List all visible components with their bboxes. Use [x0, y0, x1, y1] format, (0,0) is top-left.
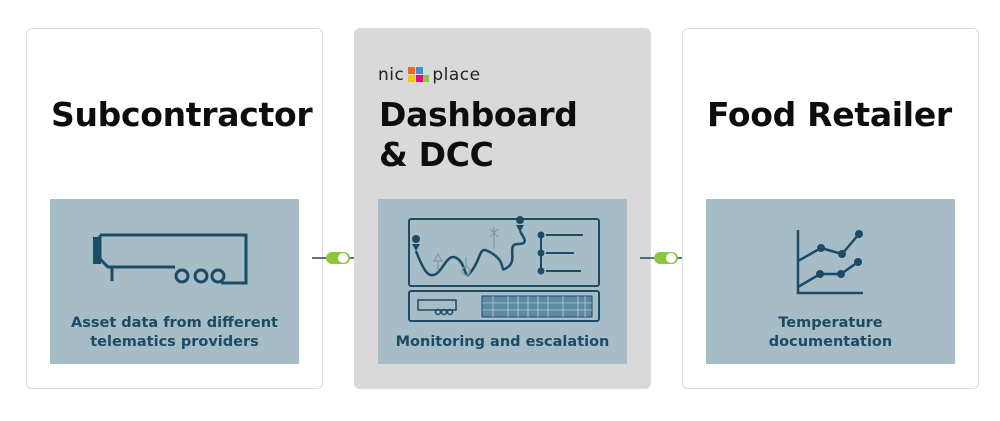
subcontractor-card: Subcontractor Asset data from different … — [26, 28, 323, 389]
title-line: Dashboard — [379, 95, 578, 134]
caption-line: Temperature — [778, 315, 883, 331]
asset-data-panel: Asset data from different telematics pro… — [50, 199, 299, 364]
logo-text-right: place — [432, 65, 481, 85]
card-title: Subcontractor — [51, 95, 313, 134]
nicplace-logo: nic place — [378, 65, 481, 85]
panel-caption: Monitoring and escalation — [378, 333, 627, 352]
trailer-icon — [93, 233, 248, 285]
temperature-panel: Temperature documentation — [706, 199, 955, 364]
dashboard-icon — [408, 216, 600, 322]
caption-line: telematics providers — [90, 334, 259, 350]
monitoring-panel: Monitoring and escalation — [378, 199, 627, 364]
data-table-icon — [481, 295, 593, 318]
panel-caption: Temperature documentation — [706, 314, 955, 352]
food-retailer-card: Food Retailer Temperature documentation — [682, 28, 979, 389]
caption-line: Monitoring and escalation — [395, 334, 610, 350]
caption-line: documentation — [768, 334, 893, 350]
line-chart-icon — [796, 230, 863, 295]
panel-caption: Asset data from different telematics pro… — [50, 314, 299, 352]
logo-mark-icon — [408, 67, 430, 83]
title-line: & DCC — [379, 135, 494, 174]
caption-line: Asset data from different — [71, 315, 278, 331]
logo-text-left: nic — [378, 65, 405, 85]
card-title: Food Retailer — [707, 95, 952, 134]
dashboard-dcc-card: nic place Dashboard & DCC — [354, 28, 651, 389]
card-title: Dashboard & DCC — [379, 95, 578, 175]
